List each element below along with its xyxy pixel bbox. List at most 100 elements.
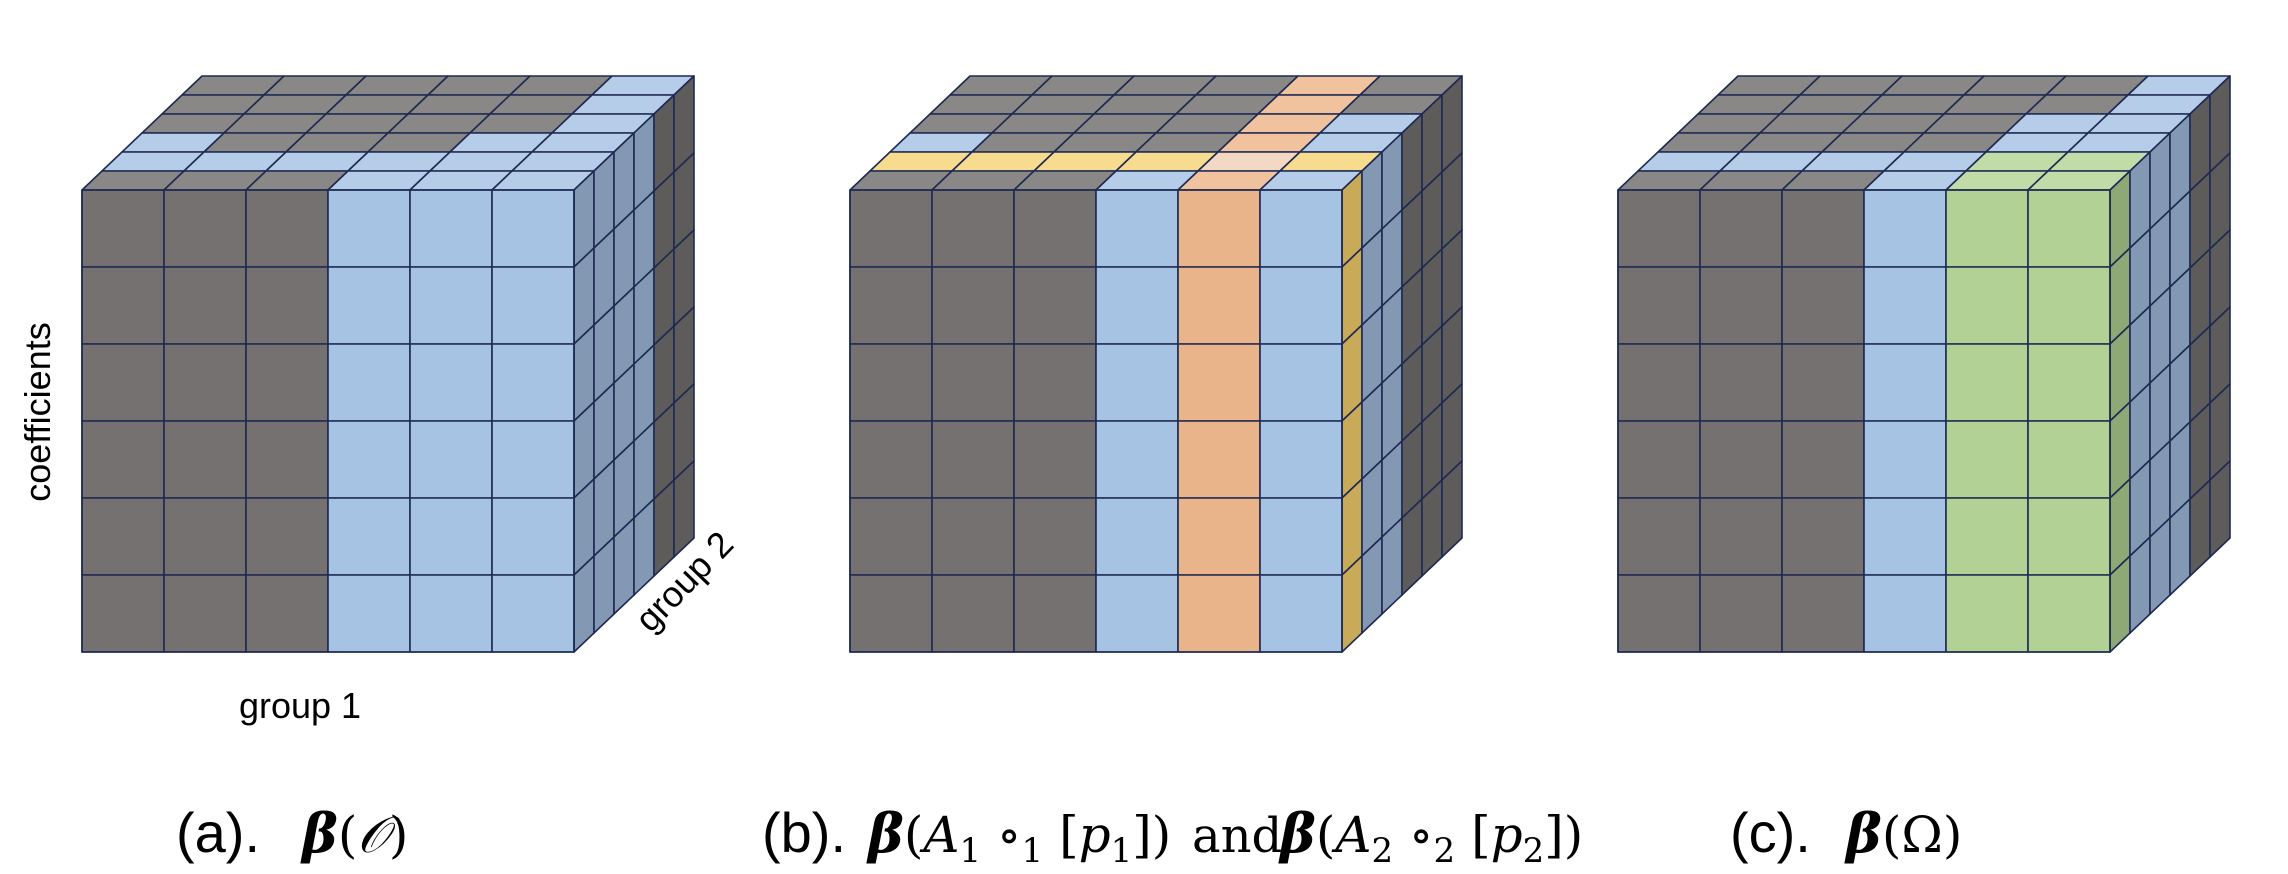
front-cell: [1013, 420, 1097, 499]
front-cell: [1259, 343, 1343, 422]
coefficients-axis-label: coefficients: [17, 322, 58, 501]
front-cell: [1863, 497, 1947, 576]
side-cell: [673, 460, 695, 558]
front-cell: [81, 574, 165, 653]
front-cell: [931, 420, 1015, 499]
front-cell: [1863, 189, 1947, 268]
caption-c-math: β(Ω): [1844, 801, 1962, 865]
front-cell: [245, 420, 329, 499]
front-cell: [1617, 497, 1701, 576]
front-cell: [1781, 574, 1865, 653]
front-cell: [1945, 420, 2029, 499]
front-cell: [1177, 343, 1261, 422]
front-cell: [1177, 497, 1261, 576]
front-cell: [1177, 189, 1261, 268]
front-cell: [1095, 574, 1179, 653]
front-cell: [1945, 189, 2029, 268]
front-cell: [1259, 266, 1343, 345]
front-cell: [1945, 574, 2029, 653]
front-cell: [849, 420, 933, 499]
front-cell: [245, 574, 329, 653]
cube-c: [1617, 75, 2231, 653]
front-cell: [1781, 497, 1865, 576]
front-cell: [1863, 343, 1947, 422]
front-cell: [1699, 343, 1783, 422]
front-cell: [327, 189, 411, 268]
front-cell: [81, 497, 165, 576]
front-cell: [849, 343, 933, 422]
front-cell: [1095, 189, 1179, 268]
cube-b: [849, 75, 1463, 653]
caption-b-and: and: [1192, 808, 1282, 864]
front-cell: [1863, 266, 1947, 345]
front-cell: [931, 497, 1015, 576]
front-cell: [1781, 420, 1865, 499]
front-cell: [491, 189, 575, 268]
caption-c-prefix: (c).: [1730, 801, 1811, 864]
front-cell: [409, 420, 493, 499]
front-cell: [81, 189, 165, 268]
front-cell: [1259, 574, 1343, 653]
front-cell: [409, 343, 493, 422]
front-cell: [1699, 497, 1783, 576]
front-cell: [1095, 266, 1179, 345]
front-cell: [1781, 189, 1865, 268]
front-cell: [1259, 189, 1343, 268]
front-cell: [1177, 266, 1261, 345]
front-cell: [1945, 497, 2029, 576]
front-cell: [849, 266, 933, 345]
caption-b-math: β(A1 ∘1 [p1]): [866, 801, 1171, 871]
front-cell: [327, 343, 411, 422]
front-cell: [849, 189, 933, 268]
front-cell: [491, 420, 575, 499]
front-cell: [2027, 420, 2111, 499]
front-cell: [491, 497, 575, 576]
caption-b: (b). β(A1 ∘1 [p1]) and β(A2 ∘2 [p2]): [762, 801, 1583, 871]
front-cell: [1617, 420, 1701, 499]
front-cell: [1945, 266, 2029, 345]
front-cell: [245, 189, 329, 268]
front-cell: [1095, 497, 1179, 576]
front-cell: [1699, 574, 1783, 653]
front-cell: [1617, 343, 1701, 422]
front-cell: [491, 343, 575, 422]
front-cell: [1013, 266, 1097, 345]
front-cell: [1259, 497, 1343, 576]
front-cell: [1863, 420, 1947, 499]
front-cell: [1617, 574, 1701, 653]
front-cell: [163, 574, 247, 653]
front-cell: [245, 343, 329, 422]
front-cell: [1259, 420, 1343, 499]
front-face-outline: [81, 189, 575, 653]
front-cell: [1699, 189, 1783, 268]
front-cell: [931, 574, 1015, 653]
front-face-outline: [1617, 189, 2111, 653]
front-cell: [327, 266, 411, 345]
side-cell: [2209, 460, 2231, 558]
front-cell: [931, 189, 1015, 268]
front-cell: [2027, 497, 2111, 576]
front-cell: [1095, 343, 1179, 422]
front-cell: [163, 266, 247, 345]
front-cell: [245, 266, 329, 345]
front-cell: [1013, 574, 1097, 653]
front-cell: [163, 420, 247, 499]
front-cell: [1177, 420, 1261, 499]
front-cell: [81, 266, 165, 345]
front-cell: [409, 497, 493, 576]
front-cell: [2027, 574, 2111, 653]
front-cell: [1013, 343, 1097, 422]
front-cell: [327, 574, 411, 653]
front-cell: [163, 497, 247, 576]
front-cell: [849, 497, 933, 576]
caption-a-math: β(𝒪): [300, 801, 408, 865]
front-cell: [163, 189, 247, 268]
caption-b-math-2: β(A2 ∘2 [p2]): [1278, 801, 1583, 871]
front-face-outline: [849, 189, 1343, 653]
front-cell: [2027, 189, 2111, 268]
front-cell: [1013, 189, 1097, 268]
front-cell: [327, 420, 411, 499]
front-cell: [931, 266, 1015, 345]
front-cell: [1699, 266, 1783, 345]
